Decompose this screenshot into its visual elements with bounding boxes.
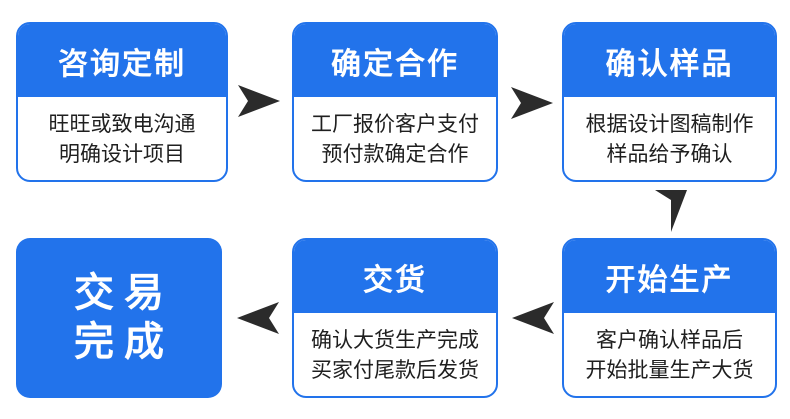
step-title: 开始生产 [564, 240, 775, 313]
step-description: 客户确认样品后 开始批量生产大货 [564, 313, 775, 396]
step-desc-line: 样品给予确认 [606, 141, 733, 166]
step-title: 咨询定制 [18, 24, 226, 97]
step-desc-line: 根据设计图稿制作 [585, 111, 754, 136]
arrow-right-icon [238, 85, 280, 117]
step-description: 确认大货生产完成 买家付尾款后发货 [294, 313, 496, 396]
step-description: 根据设计图稿制作 样品给予确认 [564, 97, 775, 180]
step-desc-line: 旺旺或致电沟通 [48, 111, 196, 136]
step-desc-line: 预付款确定合作 [321, 141, 469, 166]
step-desc-line: 确认大货生产完成 [311, 327, 479, 352]
step-title: 交货 [294, 240, 496, 313]
step-box-start-production: 开始生产 客户确认样品后 开始批量生产大货 [562, 238, 777, 398]
step-box-delivery: 交货 确认大货生产完成 买家付尾款后发货 [292, 238, 498, 398]
arrow-left-icon [512, 302, 554, 334]
step-description: 旺旺或致电沟通 明确设计项目 [18, 97, 226, 180]
arrow-down-icon [655, 190, 687, 232]
arrow-left-icon [237, 302, 279, 334]
step-desc-line: 工厂报价客户支付 [311, 111, 479, 136]
step-box-confirm-cooperation: 确定合作 工厂报价客户支付 预付款确定合作 [292, 22, 498, 182]
arrow-right-icon [511, 87, 553, 119]
final-title-line: 交易 [74, 270, 174, 316]
step-title: 确定合作 [294, 24, 496, 97]
step-description: 工厂报价客户支付 预付款确定合作 [294, 97, 496, 180]
step-box-confirm-sample: 确认样品 根据设计图稿制作 样品给予确认 [562, 22, 777, 182]
step-box-transaction-complete: 交易 完成 [16, 238, 222, 398]
step-title: 确认样品 [564, 24, 775, 97]
step-box-consult-customize: 咨询定制 旺旺或致电沟通 明确设计项目 [16, 22, 228, 182]
step-desc-line: 客户确认样品后 [596, 327, 743, 352]
final-title-line: 完成 [74, 319, 174, 365]
step-desc-line: 开始批量生产大货 [585, 357, 754, 382]
step-desc-line: 买家付尾款后发货 [311, 357, 479, 382]
step-desc-line: 明确设计项目 [59, 141, 185, 166]
